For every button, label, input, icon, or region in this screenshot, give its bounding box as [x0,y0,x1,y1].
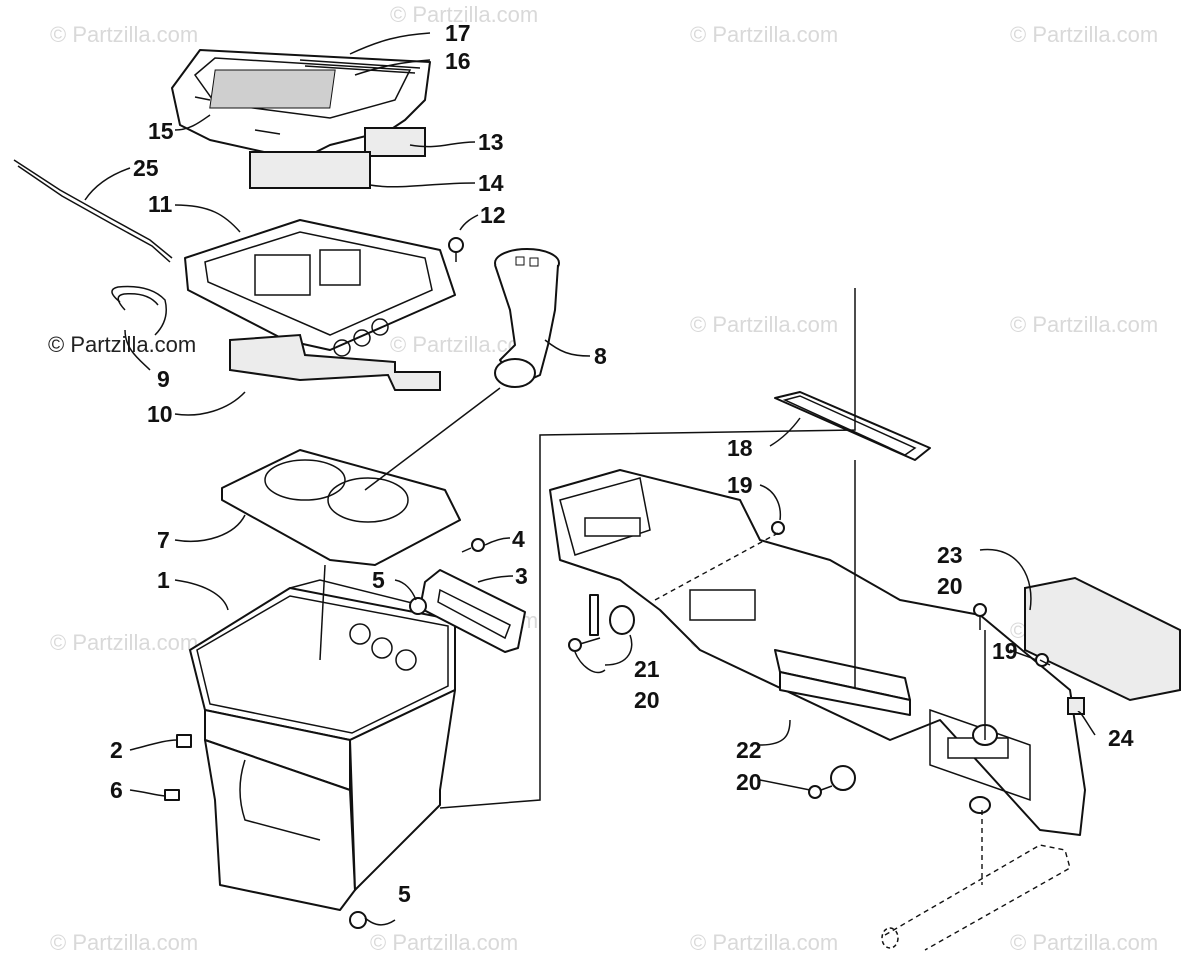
gasket-plate-7 [221,449,461,566]
airbox-base [184,219,456,357]
strip-21 [589,594,599,636]
callout-9: 9 [157,366,170,392]
callout-20-bottom: 20 [736,769,762,795]
callout-12: 12 [480,202,506,228]
callout-11: 11 [148,191,173,217]
bolt-20-left [568,637,601,652]
foam-pad-10 [229,333,441,391]
screw-12 [448,237,464,262]
tube-lower-right [881,810,1071,951]
cable-25 [13,159,173,259]
callout-17: 17 [445,20,471,46]
washer-20-bottom [830,765,856,791]
grommet-5-upper [409,597,427,615]
clip-6 [164,789,180,801]
callout-19-lower: 19 [992,638,1018,664]
screw-4 [461,538,485,553]
watermark: © Partzilla.com [390,2,538,27]
callout-23: 23 [937,542,963,568]
intake-elbow-8 [494,248,560,388]
callout-20-top: 20 [937,573,963,599]
pad-24 [1067,697,1085,715]
nut-19-upper [771,521,785,535]
callout-18: 18 [727,435,753,461]
watermark: © Partzilla.com [50,22,198,47]
callout-5-upper: 5 [372,567,385,593]
callout-22: 22 [736,737,762,763]
callout-labels: 17 16 15 13 14 25 11 12 8 9 10 7 1 2 6 5… [110,20,1134,907]
bolt-20-bottom [808,785,833,799]
leader-lines [84,32,1096,926]
callout-5-lower: 5 [398,881,411,907]
watermarks: © Partzilla.com © Partzilla.com © Partzi… [48,2,1158,955]
callout-16: 16 [445,48,471,74]
callout-3: 3 [515,563,528,589]
nut-19-lower [1035,653,1049,667]
watermark: © Partzilla.com [1010,930,1158,955]
watermark: © Partzilla.com [50,930,198,955]
grommet-5-lower [349,911,367,929]
watermark: © Partzilla.com [50,630,198,655]
callout-2: 2 [110,737,123,763]
callout-25: 25 [133,155,159,181]
lower-airbox-1 [189,579,456,911]
assembly-lines [319,288,1051,809]
clamp-9 [111,285,167,336]
watermark: © Partzilla.com [370,930,518,955]
watermark: © Partzilla.com [1010,22,1158,47]
callout-15: 15 [148,118,174,144]
foam-pad-14 [249,151,371,189]
washer-lower-right [969,796,991,814]
callout-10: 10 [147,401,173,427]
callout-8: 8 [594,343,607,369]
callout-1: 1 [157,567,170,593]
foam-block-23 [1024,576,1181,702]
foam-pad-13 [364,127,426,157]
watermark: © Partzilla.com [1010,312,1158,337]
washer-21 [609,605,635,635]
callout-21: 21 [634,656,660,682]
duct-22 [549,469,1086,836]
watermark: © Partzilla.com [48,332,196,357]
watermark: © Partzilla.com [690,312,838,337]
watermark: © Partzilla.com [690,22,838,47]
callout-14: 14 [478,170,504,196]
gasket-ring-18 [774,391,931,461]
callout-13: 13 [478,129,504,155]
bushing-2 [176,734,192,748]
watermark: © Partzilla.com [690,930,838,955]
callout-19-upper: 19 [727,472,753,498]
callout-24: 24 [1108,725,1134,751]
callout-4: 4 [512,526,525,552]
callout-6: 6 [110,777,123,803]
callout-7: 7 [157,527,170,553]
callout-20-left: 20 [634,687,660,713]
bolt-20-top [973,603,987,630]
